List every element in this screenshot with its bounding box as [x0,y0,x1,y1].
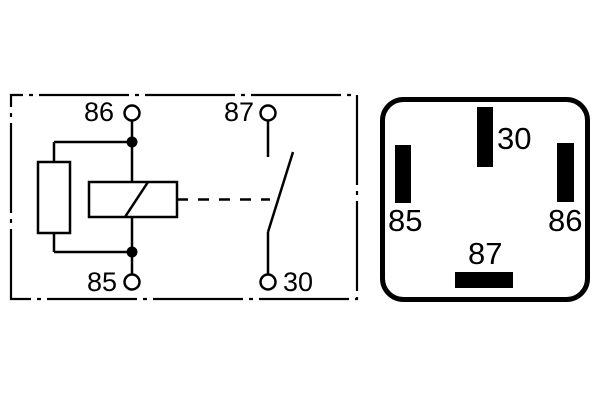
pin-85-label: 85 [388,203,422,238]
pin-87-terminal [455,272,513,288]
pin-85-terminal [395,145,411,203]
relay-body [380,97,590,302]
terminal-30-contact [259,273,277,291]
terminal-86-label: 86 [84,97,114,127]
resistor-symbol [36,160,72,235]
terminal-30-label: 30 [283,267,313,297]
coil-diagonal [123,181,150,218]
terminal-87-contact [259,104,277,122]
terminal-85-label: 85 [87,267,117,297]
terminal-85-contact [123,273,141,291]
pin-87-label: 87 [468,236,502,271]
switch-blade [266,151,295,233]
pinout-panel: 30 85 86 87 [380,97,590,302]
pin-86-terminal [557,143,574,202]
schematic-panel: 86 85 87 [9,93,359,301]
pin-86-label: 86 [548,203,582,238]
schematic-boundary [9,93,359,301]
pin-30-terminal [477,107,493,167]
terminal-86-contact [123,104,141,122]
pin-30-label: 30 [497,121,531,156]
coil-symbol [87,180,179,219]
terminal-87-label: 87 [224,97,254,127]
